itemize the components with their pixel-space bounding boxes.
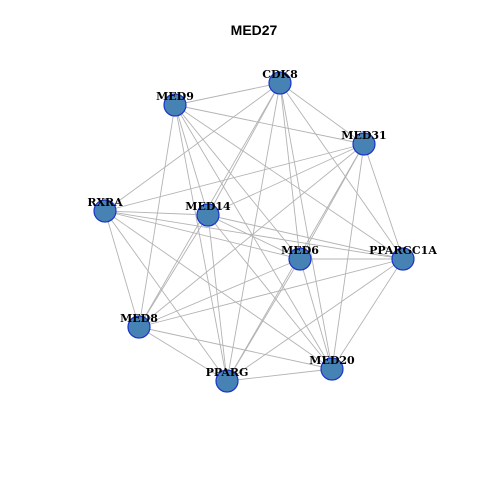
edge-med6-pparg [226,258,301,382]
edge-layer [104,82,404,382]
edge-rxra-med6 [104,210,301,260]
node-med9 [163,93,187,117]
node-label-pparg: PPARG [206,366,249,379]
edge-rxra-ppargc1a [104,210,404,260]
edge-cdk8-ppargc1a [279,82,404,260]
edge-ppargc1a-med20 [331,258,404,370]
edge-med8-med20 [138,326,333,370]
edge-rxra-med8 [104,210,140,328]
node-label-med14: MED14 [185,200,231,213]
edge-med31-rxra [104,143,365,212]
edge-med14-med6 [207,214,301,260]
edge-med14-pparg [207,214,228,382]
edge-rxra-med14 [104,210,209,216]
node-pparg [215,369,239,393]
edge-ppargc1a-med8 [138,258,404,328]
node-label-med31: MED31 [341,129,386,142]
edge-med9-med14 [174,104,209,216]
node-label-med9: MED9 [156,90,194,103]
edge-med9-ppargc1a [174,104,404,260]
edge-med31-ppargc1a [363,143,404,260]
edge-med9-med6 [174,104,301,260]
edge-med31-med20 [331,143,365,370]
node-cdk8 [268,71,292,95]
edge-med9-pparg [174,104,228,382]
edge-cdk8-med20 [279,82,333,370]
node-med6 [288,247,312,271]
edge-rxra-pparg [104,210,228,382]
edge-med9-med8 [138,104,176,328]
node-label-med20: MED20 [309,354,355,367]
edge-med20-pparg [226,368,333,382]
node-med20 [320,357,344,381]
diagram-title: MED27 [231,22,278,38]
edge-cdk8-med9 [174,82,281,106]
edge-med14-med8 [138,214,209,328]
node-label-rxra: RXRA [87,196,123,209]
node-label-ppargc1a: PPARGC1A [369,244,437,257]
edge-med14-ppargc1a [207,214,404,260]
edge-rxra-med20 [104,210,333,370]
edge-med31-med14 [207,143,365,216]
node-layer [93,71,415,393]
edge-med14-med20 [207,214,333,370]
node-label-med6: MED6 [281,244,319,257]
edge-cdk8-med14 [207,82,281,216]
edge-cdk8-pparg [226,82,281,382]
edge-cdk8-rxra [104,82,281,212]
node-med31 [352,132,376,156]
edge-med6-med20 [299,258,333,370]
edge-med8-pparg [138,326,228,382]
node-ppargc1a [391,247,415,271]
edge-ppargc1a-pparg [226,258,404,382]
node-med8 [127,315,151,339]
edge-cdk8-med6 [279,82,301,260]
edge-med9-med31 [174,104,365,145]
node-med14 [196,203,220,227]
edge-med6-med8 [138,258,301,328]
edge-cdk8-med31 [279,82,365,145]
node-label-cdk8: CDK8 [262,68,298,81]
node-label-med8: MED8 [120,312,158,325]
node-rxra [93,199,117,223]
